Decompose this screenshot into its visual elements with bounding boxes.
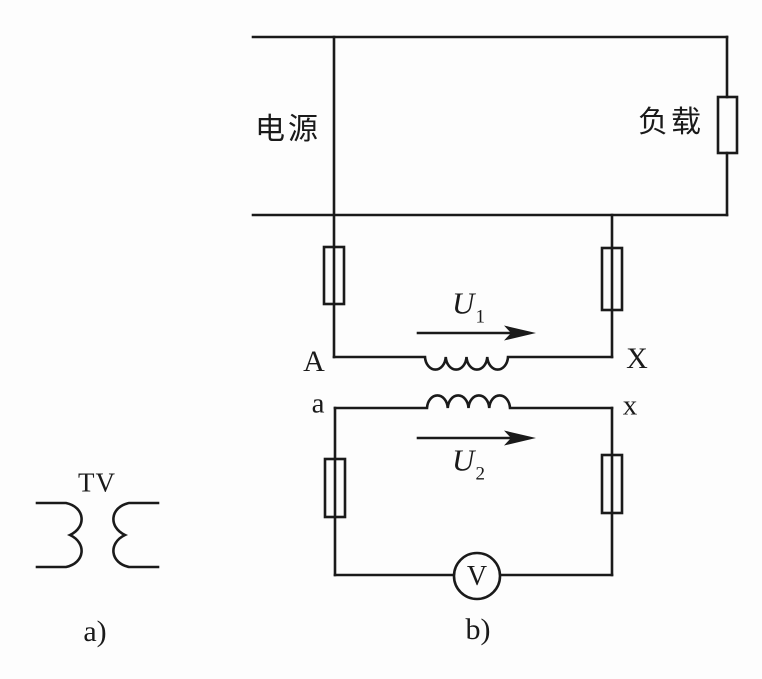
u1-subscript: 1	[475, 306, 485, 328]
voltmeter-circle	[452, 551, 502, 601]
transformer-symbol-label: TV	[78, 467, 116, 498]
terminal-a-label: a	[311, 387, 325, 420]
power-bus	[251, 35, 729, 217]
primary-voltage-arrow	[416, 325, 536, 341]
primary-voltage-label: U1	[452, 285, 485, 326]
voltmeter-label: V	[466, 561, 488, 592]
primary-winding-coil	[332, 355, 614, 371]
secondary-winding-coil	[333, 394, 614, 410]
secondary-voltage-arrow	[416, 430, 536, 446]
u2-base: U	[452, 442, 475, 478]
fuse-right-primary	[600, 246, 624, 312]
primary-branch-right	[600, 213, 624, 359]
load-label: 负载	[638, 106, 704, 139]
secondary-loop	[323, 406, 624, 601]
primary-branch-left	[322, 35, 346, 359]
symbol-winding-left	[35, 501, 83, 569]
caption-subfigure-b: b)	[465, 613, 491, 646]
source-label: 电源	[255, 113, 321, 146]
terminal-A-label: A	[303, 345, 325, 378]
arrow-head-u1	[504, 325, 536, 341]
u1-base: U	[452, 285, 475, 321]
fuse-right-secondary	[600, 453, 624, 515]
load-branch	[716, 35, 739, 217]
terminal-X-label: X	[626, 342, 648, 375]
symbol-winding-right	[112, 501, 160, 569]
arrow-head-u2	[504, 430, 536, 446]
terminal-x-label: x	[622, 389, 638, 422]
load-box	[716, 95, 739, 155]
caption-subfigure-a: a)	[83, 615, 107, 648]
u2-subscript: 2	[475, 463, 485, 485]
secondary-voltage-label: U2	[452, 442, 485, 483]
transformer-symbol	[35, 501, 160, 569]
fuse-left-primary	[322, 245, 346, 306]
fuse-left-secondary	[323, 457, 347, 519]
